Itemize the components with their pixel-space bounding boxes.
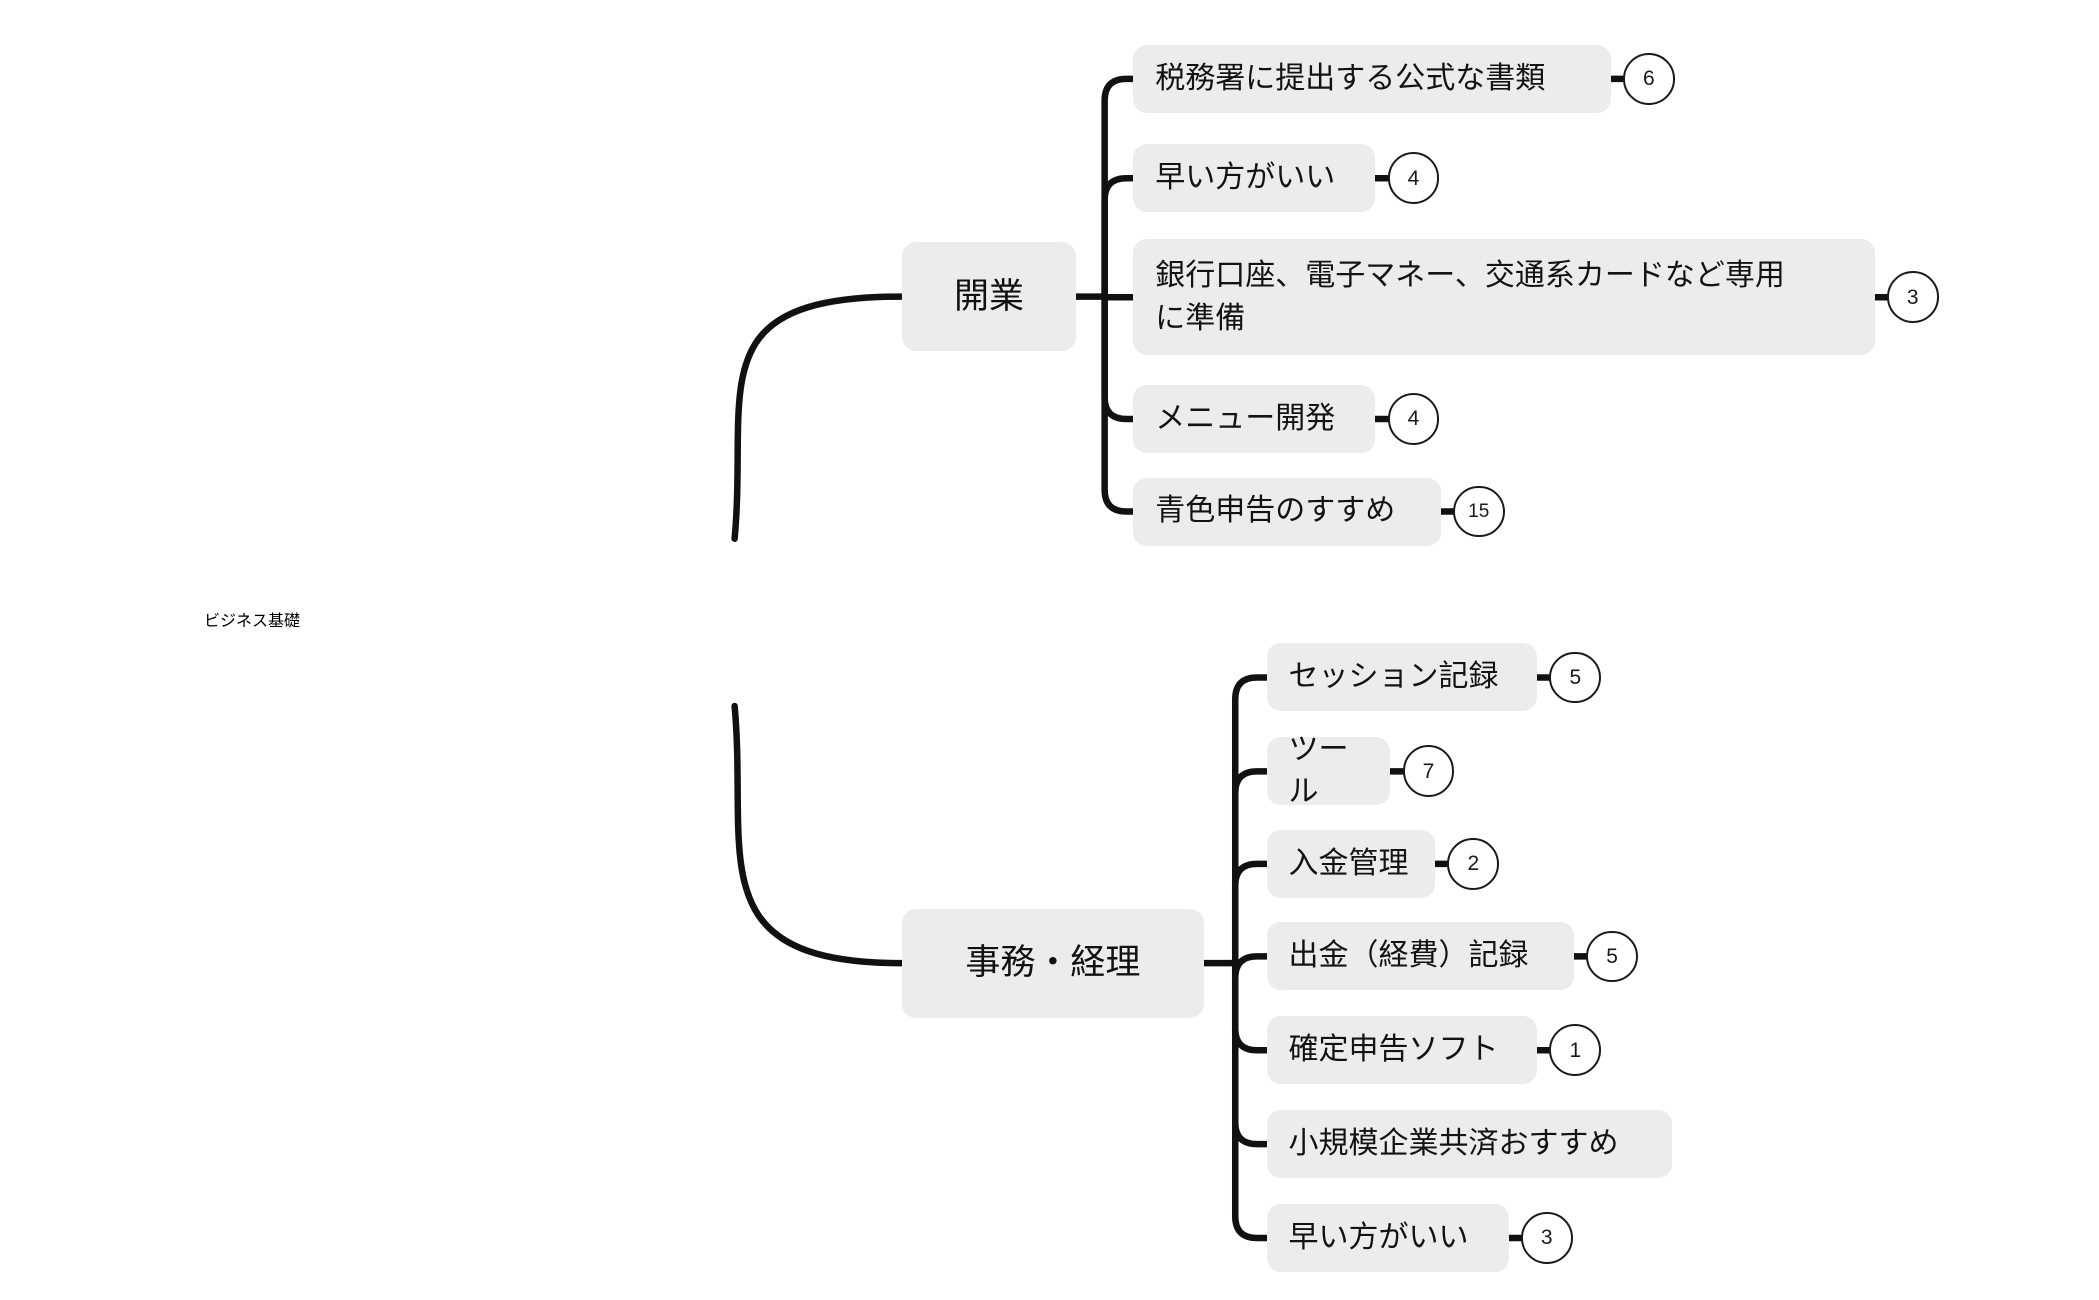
count-badge-jimu-keiri-6: 3 [1520,1212,1573,1264]
count-badge-jimu-keiri-4: 1 [1549,1024,1602,1077]
count-badge-kaigyou-0: 6 [1622,53,1675,105]
branch-node-jimu-keiri-label: 事務・経理 [965,943,1141,983]
leaf-node-kaigyou-2[interactable]: 銀行口座、電子マネー、交通系カードなど専用 に準備 [1133,239,1875,356]
connector-line [1231,953,1270,979]
leaf-node-jimu-keiri-2-label: 入金管理 [1288,846,1409,880]
leaf-node-kaigyou-3-label: メニュー開発 [1155,401,1336,435]
connector-line [1101,75,1137,300]
connector-line [1231,959,1270,1054]
connector-line [731,293,906,542]
leaf-node-kaigyou-0-label: 税務署に提出する公式な書類 [1155,61,1546,95]
count-badge-kaigyou-3: 4 [1387,393,1440,445]
leaf-node-kaigyou-0[interactable]: 税務署に提出する公式な書類 [1133,44,1611,113]
leaf-node-jimu-keiri-0[interactable]: セッション記録 [1266,643,1538,712]
leaf-node-jimu-keiri-6-label: 早い方がいい [1288,1220,1469,1254]
leaf-node-jimu-keiri-0-label: セッション記録 [1288,660,1499,694]
leaf-node-jimu-keiri-3[interactable]: 出金（経費）記録 [1266,922,1574,991]
leaf-node-jimu-keiri-4-label: 確定申告ソフト [1288,1032,1499,1066]
leaf-node-jimu-keiri-1-label: ツール [1288,732,1349,809]
connector-line [1231,768,1270,967]
root-node-label: ビジネス基礎 [204,613,301,630]
leaf-node-jimu-keiri-4[interactable]: 確定申告ソフト [1266,1016,1538,1085]
count-badge-kaigyou-2: 3 [1886,271,1939,324]
connector-line [1101,293,1137,515]
count-badge-jimu-keiri-3: 5 [1586,930,1638,983]
count-badge-jimu-keiri-1: 7 [1402,745,1455,798]
leaf-node-jimu-keiri-2[interactable]: 入金管理 [1266,829,1436,898]
leaf-node-kaigyou-4-label: 青色申告のすすめ [1155,494,1396,528]
leaf-node-kaigyou-1-label: 早い方がいい [1155,160,1336,194]
leaf-node-jimu-keiri-5-label: 小規模企業共済おすすめ [1288,1126,1619,1160]
leaf-node-jimu-keiri-6[interactable]: 早い方がいい [1266,1203,1509,1272]
root-node[interactable]: ビジネス基礎 [204,539,782,706]
connector-line [1231,959,1270,1242]
connector-line [1231,674,1270,967]
count-badge-kaigyou-1: 4 [1387,152,1440,205]
count-badge-kaigyou-4: 15 [1452,485,1505,538]
connector-line [1101,293,1137,423]
branch-node-jimu-keiri[interactable]: 事務・経理 [901,908,1204,1018]
count-badge-jimu-keiri-2: 2 [1447,838,1500,890]
leaf-node-kaigyou-4[interactable]: 青色申告のすすめ [1133,477,1441,546]
leaf-node-kaigyou-2-label: 銀行口座、電子マネー、交通系カードなど専用 に準備 [1155,259,1785,336]
connector-line [1231,860,1270,967]
leaf-node-jimu-keiri-1[interactable]: ツール [1266,733,1391,808]
leaf-node-kaigyou-1[interactable]: 早い方がいい [1133,144,1376,213]
leaf-node-jimu-keiri-5[interactable]: 小規模企業共済おすすめ [1266,1110,1672,1179]
connector-line [731,702,906,967]
branch-node-kaigyou-label: 開業 [953,276,1024,316]
leaf-node-jimu-keiri-3-label: 出金（経費）記録 [1288,939,1529,973]
connector-line [1101,174,1137,300]
count-badge-jimu-keiri-0: 5 [1549,651,1602,704]
leaf-node-kaigyou-3[interactable]: メニュー開発 [1133,384,1376,453]
connector-line [1231,959,1270,1148]
branch-node-kaigyou[interactable]: 開業 [901,242,1077,351]
